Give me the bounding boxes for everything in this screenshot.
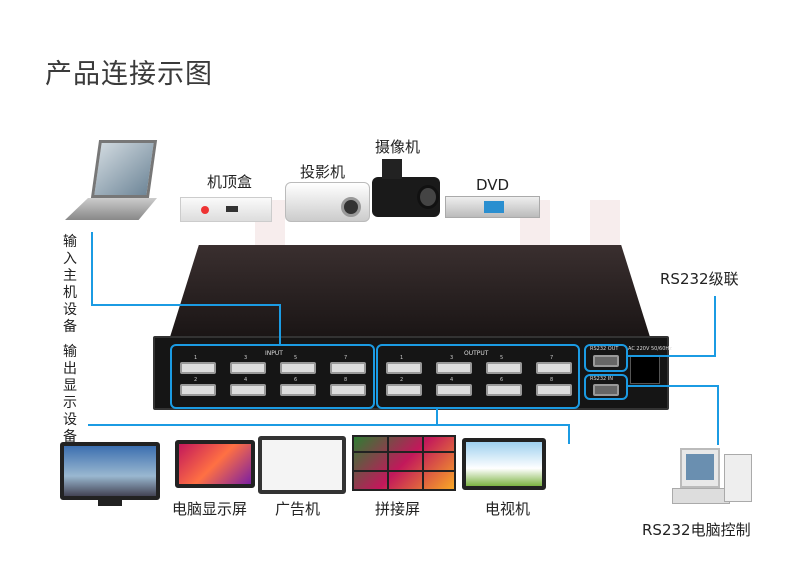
input-dvi-port[interactable] [330, 384, 366, 396]
matrix-switcher-top [170, 245, 650, 337]
input-dvi-port[interactable] [180, 362, 216, 374]
rs232-out-label: RS232 OUT [590, 346, 619, 352]
set-top-box-image [180, 197, 272, 222]
rs232-in-port-group[interactable] [584, 374, 628, 400]
input-port-number: 5 [294, 355, 298, 361]
output-connection-line [436, 408, 438, 426]
output-dvi-port[interactable] [536, 362, 572, 374]
input-dvi-port[interactable] [280, 384, 316, 396]
input-port-number: 6 [294, 377, 298, 383]
camcorder-label: 摄像机 [375, 138, 421, 156]
monitor-label: 电脑显示屏 [172, 500, 248, 518]
computer-monitor-image [60, 442, 160, 500]
output-port-number: 4 [450, 377, 454, 383]
output-port-number: 3 [450, 355, 454, 361]
rs232-in-port[interactable] [593, 384, 619, 396]
input-port-number: 4 [244, 377, 248, 383]
input-port-number: 8 [344, 377, 348, 383]
output-dvi-port[interactable] [486, 362, 522, 374]
rs232-cascade-line [714, 296, 716, 357]
power-label: AC 220V 50/60Hz [628, 346, 672, 352]
input-dvi-port[interactable] [180, 384, 216, 396]
output-connection-line [568, 424, 570, 444]
input-port-number: 7 [344, 355, 348, 361]
output-ports-group [376, 344, 580, 409]
video-wall-image [352, 435, 456, 491]
set-top-box-label: 机顶盒 [207, 173, 253, 191]
rs232-out-port-group[interactable] [584, 344, 628, 372]
input-dvi-port[interactable] [230, 384, 266, 396]
rs232-control-line [628, 385, 719, 387]
rs232-cascade-label: RS232级联 [660, 270, 739, 288]
input-dvi-port[interactable] [330, 362, 366, 374]
input-ports-group [170, 344, 375, 409]
desktop-pc-image [672, 448, 754, 506]
output-port-number: 5 [500, 355, 504, 361]
laptop-image [65, 140, 165, 232]
input-connection-line [91, 304, 281, 306]
output-dvi-port[interactable] [386, 362, 422, 374]
page-title: 产品连接示图 [45, 59, 213, 90]
video-wall-label: 拼接屏 [375, 500, 421, 518]
desktop-monitor-image [175, 440, 255, 488]
projector-image [285, 182, 370, 222]
camcorder-image [372, 157, 440, 222]
tv-label: 电视机 [485, 500, 531, 518]
input-port-number: 2 [194, 377, 198, 383]
output-connection-line [88, 424, 570, 426]
rs232-in-label: RS232 IN [590, 376, 613, 382]
rs232-control-line [717, 385, 719, 445]
output-dvi-port[interactable] [436, 362, 472, 374]
input-connection-line [91, 232, 93, 306]
output-dvi-port[interactable] [486, 384, 522, 396]
dvd-player-image [445, 196, 540, 218]
matrix-switcher-rear-panel [153, 336, 669, 410]
output-port-number: 6 [500, 377, 504, 383]
dvd-label: DVD [476, 176, 510, 194]
input-connection-line [279, 304, 281, 346]
ad-machine-label: 广告机 [275, 500, 321, 518]
rs232-out-port[interactable] [593, 355, 619, 367]
output-dvi-port[interactable] [386, 384, 422, 396]
input-devices-label: 输入主机设备 [63, 234, 77, 335]
output-dvi-port[interactable] [436, 384, 472, 396]
input-dvi-port[interactable] [280, 362, 316, 374]
output-label: OUTPUT [464, 350, 489, 357]
tv-image [462, 438, 546, 490]
rs232-cascade-line [628, 355, 716, 357]
rs232-pc-control-label: RS232电脑控制 [642, 521, 751, 539]
monitor-stand [98, 500, 122, 506]
projector-label: 投影机 [300, 163, 346, 181]
input-dvi-port[interactable] [230, 362, 266, 374]
output-port-number: 2 [400, 377, 404, 383]
output-dvi-port[interactable] [536, 384, 572, 396]
power-socket[interactable] [630, 356, 660, 384]
input-label: INPUT [265, 350, 283, 357]
input-port-number: 3 [244, 355, 248, 361]
output-port-number: 1 [400, 355, 404, 361]
input-port-number: 1 [194, 355, 198, 361]
output-devices-label: 输出显示设备 [63, 344, 77, 445]
output-port-number: 8 [550, 377, 554, 383]
ad-machine-image [258, 436, 346, 494]
output-port-number: 7 [550, 355, 554, 361]
